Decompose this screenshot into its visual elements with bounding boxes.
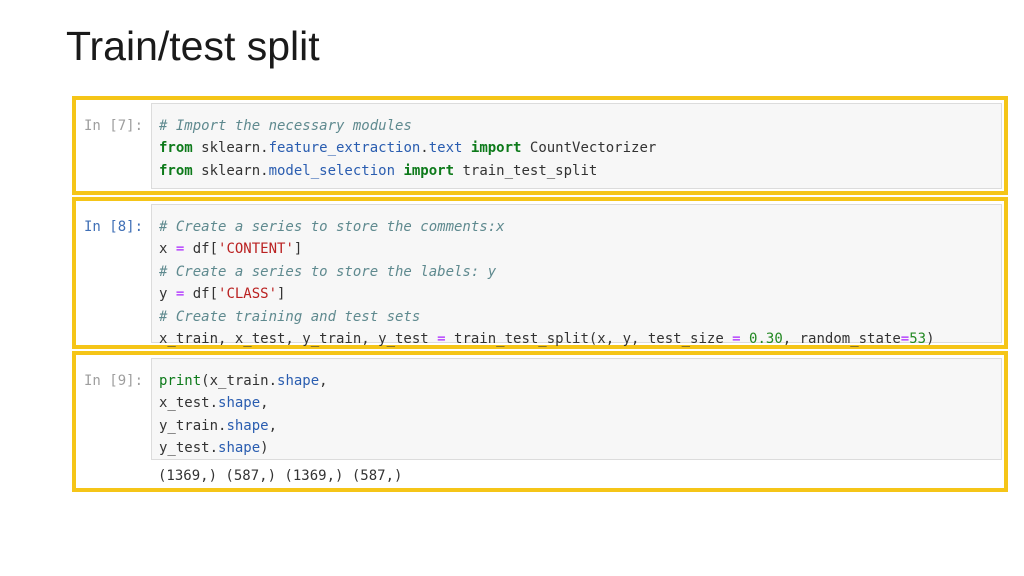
code-line: # Create a series to store the labels: y: [159, 261, 1001, 283]
code-line: from sklearn.model_selection import trai…: [159, 160, 1001, 182]
code-token: ,: [268, 417, 278, 434]
code-token: y_test.: [159, 440, 219, 457]
code-token: # Create training and test sets: [159, 308, 421, 325]
cell-prompt: In [9]:: [84, 373, 144, 389]
code-line: x_train, x_test, y_train, y_test = train…: [159, 328, 1001, 350]
code-token: CountVectorizer: [521, 140, 657, 157]
code-token: y_train.: [159, 417, 227, 434]
code-input[interactable]: # Import the necessary modules from sklea…: [151, 103, 1002, 189]
cell-output: (1369,) (587,) (1369,) (587,): [158, 468, 403, 484]
code-token: # Create a series to store the labels: y: [159, 263, 497, 280]
code-token: from: [159, 140, 193, 157]
notebook-cell-9[interactable]: In [9]: print(x_train.shape,x_test.shape…: [72, 351, 1008, 492]
code-token: print: [159, 373, 202, 389]
code-input[interactable]: # Create a series to store the comments:…: [151, 204, 1002, 347]
code-token: text: [428, 140, 463, 157]
code-token: ,: [260, 395, 269, 412]
code-token: import: [470, 140, 522, 157]
code-token: model_selection: [268, 162, 396, 179]
code-token: 0.30: [749, 330, 783, 347]
code-token: y: [159, 286, 176, 303]
code-token: 'CLASS': [218, 286, 278, 303]
code-line: from sklearn.feature_extraction.text imp…: [159, 137, 1001, 159]
code-token: 53: [909, 330, 927, 347]
code-token: (x_train.: [201, 373, 278, 389]
code-token: sklearn.: [192, 140, 269, 157]
slide-title: Train/test split: [66, 23, 320, 69]
code-token: shape: [226, 417, 269, 434]
code-token: df[: [184, 286, 219, 303]
code-token: import: [403, 162, 455, 179]
code-token: train_test_split(x, y, test_size: [445, 330, 733, 347]
code-token: 'CONTENT': [218, 241, 294, 258]
code-line: x = df['CONTENT']: [159, 238, 1001, 260]
code-token: =: [437, 330, 446, 347]
code-token: ): [926, 330, 935, 347]
cell-prompt: In [8]:: [84, 219, 144, 235]
code-token: # Import the necessary modules: [159, 118, 412, 134]
code-token: [741, 331, 749, 347]
code-line: y_train.shape,: [159, 415, 1001, 437]
code-token: .: [420, 140, 429, 157]
code-line: print(x_train.shape,: [159, 370, 1001, 392]
code-token: =: [175, 241, 185, 258]
code-token: sklearn.: [192, 162, 269, 179]
code-token: =: [175, 286, 185, 303]
code-token: x_train, x_test, y_train, y_test: [159, 330, 438, 347]
code-input[interactable]: print(x_train.shape,x_test.shape,y_train…: [151, 358, 1002, 460]
code-token: train_test_split: [454, 162, 598, 179]
code-token: , random_state: [782, 330, 901, 347]
code-token: x: [159, 241, 176, 258]
code-line: # Import the necessary modules: [159, 115, 1001, 137]
code-line: # Create training and test sets: [159, 306, 1001, 328]
code-token: shape: [277, 373, 320, 389]
code-token: ): [260, 440, 269, 457]
code-token: shape: [218, 440, 261, 457]
code-token: df[: [184, 241, 219, 258]
code-token: =: [732, 330, 741, 347]
code-token: =: [900, 330, 910, 347]
code-token: ]: [293, 241, 303, 258]
code-line: # Create a series to store the comments:…: [159, 216, 1001, 238]
code-token: feature_extraction: [268, 140, 421, 157]
code-token: # Create a series to store the comments:…: [159, 219, 505, 235]
code-token: ,: [319, 373, 328, 389]
notebook-cell-7[interactable]: In [7]: # Import the necessary modules fr…: [72, 96, 1008, 195]
notebook-cell-8[interactable]: In [8]: # Create a series to store the c…: [72, 197, 1008, 349]
code-token: x_test.: [159, 395, 219, 412]
code-token: from: [159, 162, 193, 179]
code-token: ]: [277, 286, 286, 303]
code-line: y_test.shape): [159, 437, 1001, 459]
code-token: [462, 140, 470, 156]
cell-prompt: In [7]:: [84, 118, 144, 134]
code-line: x_test.shape,: [159, 392, 1001, 414]
code-line: y = df['CLASS']: [159, 283, 1001, 305]
code-token: shape: [218, 395, 261, 412]
